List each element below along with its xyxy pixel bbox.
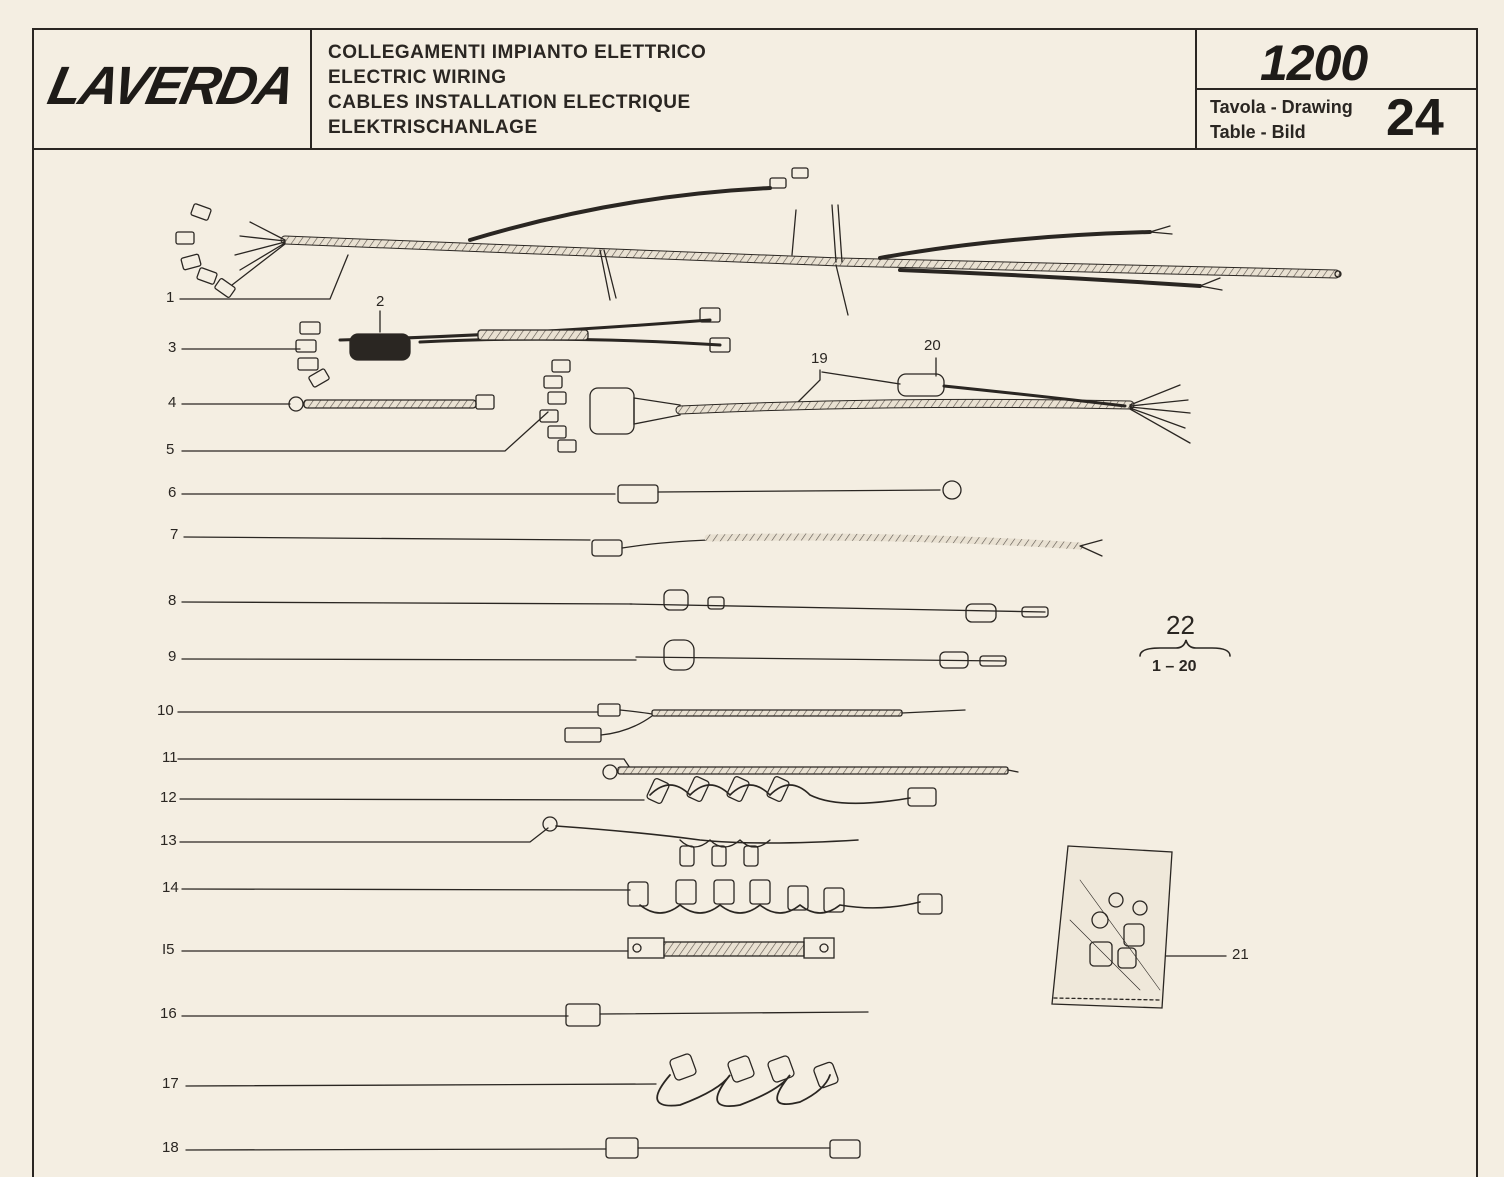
part-21-terminal-bag [1051,845,1173,1009]
part-1-main-harness [175,167,1342,316]
callout-14: 14 [162,879,179,896]
part-11-lead [602,764,1019,780]
part-8-lead [629,589,1049,623]
title-german: ELEKTRISCHANLAGE [328,117,538,138]
model-number: 1200 [1260,35,1368,91]
part-10-lead [564,703,966,743]
callout-13: 13 [160,832,177,849]
page-border-left [32,150,34,1177]
callout-4: 4 [168,394,177,411]
title-french: CABLES INSTALLATION ELECTRIQUE [328,92,691,113]
part-15-ground-strap [627,937,835,959]
callout-7: 7 [170,526,179,543]
header-divider-left [310,28,312,150]
callout-2: 2 [376,293,385,310]
callout-10: 10 [157,702,174,719]
part-6-lead [617,480,962,504]
part-18-lead [605,1137,861,1159]
part-7-lead [591,533,1103,557]
callout-5: 5 [166,441,175,458]
kit-brace [1139,639,1231,657]
part-3-harness-with-grommet [295,307,731,388]
callout-8: 8 [168,592,177,609]
callout-17: 17 [162,1075,179,1092]
kit-number: 22 [1166,610,1195,640]
callout-3: 3 [168,339,177,356]
part-9-lead [635,639,1007,671]
table-number: 24 [1386,89,1444,147]
part-5-connector-harness [539,359,1191,453]
callout-19: 19 [811,350,828,367]
header-divider-model [1195,88,1478,90]
callout-16: 16 [160,1005,177,1022]
part-14-terminal-bridge [627,879,943,915]
table-label-1: Tavola - Drawing [1210,97,1353,117]
page-border-right [1476,150,1478,1177]
callout-18: 18 [162,1139,179,1156]
part-16-lead [565,1003,869,1027]
part-13-terminal-bridge [542,816,859,867]
part-12-terminal-bridge [646,775,937,807]
callout-1: 1 [166,289,175,306]
callout-6: 6 [168,484,177,501]
callout-9: 9 [168,648,177,665]
part-4-eyelet-lead [288,394,495,412]
callout-15: I5 [162,941,175,958]
callout-21: 21 [1232,946,1249,963]
table-label-2: Table - Bild [1210,122,1306,142]
part-17-terminal-bridge [656,1053,839,1107]
kit-range: 1 – 20 [1152,658,1197,675]
title-block: COLLEGAMENTI IMPIANTO ELETTRICO ELECTRIC… [328,40,706,140]
leader-lines [177,254,1227,1151]
title-english: ELECTRIC WIRING [328,67,507,88]
callout-12: 12 [160,789,177,806]
callout-20: 20 [924,337,941,354]
title-italian: COLLEGAMENTI IMPIANTO ELETTRICO [328,42,707,63]
callout-11: 11 [162,749,178,766]
